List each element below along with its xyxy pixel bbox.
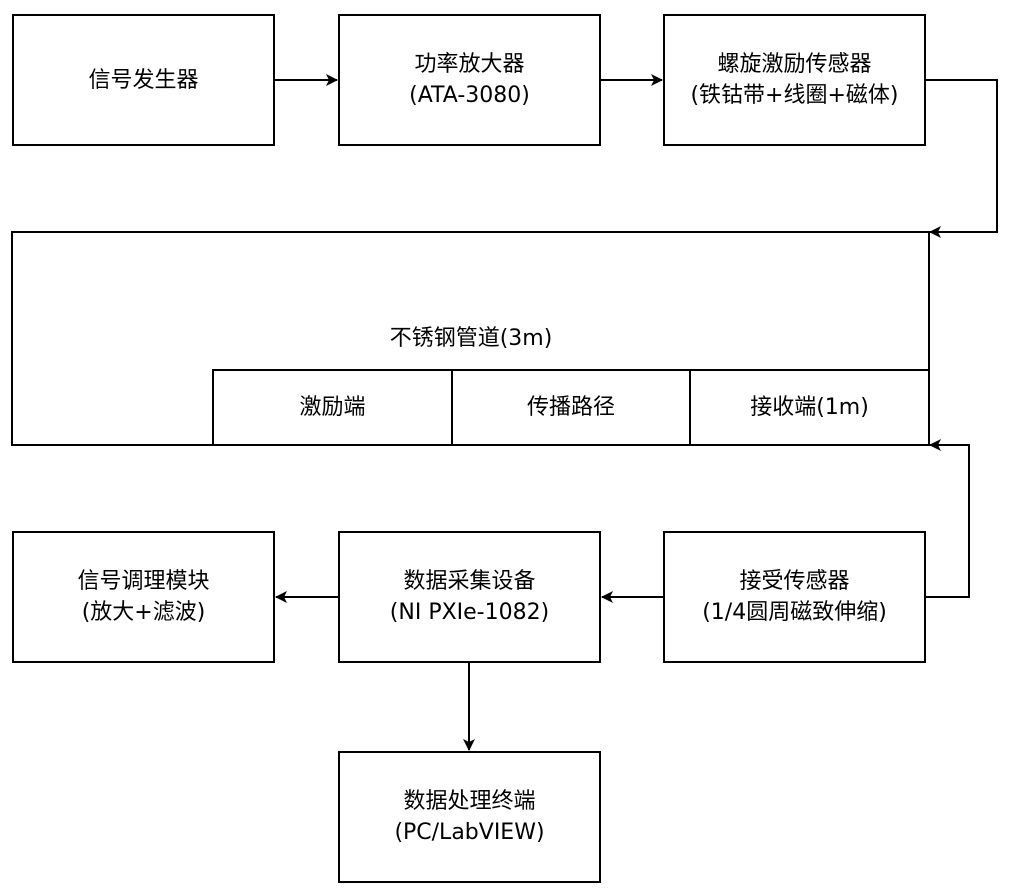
node-line: 螺旋激励传感器 bbox=[717, 52, 872, 77]
signal-generator-node: 信号发生器 bbox=[12, 14, 275, 146]
node-line: 功率放大器 bbox=[414, 52, 525, 77]
arrow-receiver-to-pipe bbox=[926, 439, 970, 598]
node-subline: (PC/LabVIEW) bbox=[394, 820, 545, 845]
pipe-section-receiving: 接收端(1m) bbox=[689, 369, 930, 446]
signal-conditioning-node: 信号调理模块 (放大+滤波) bbox=[12, 531, 275, 663]
pipe-section-excitation: 激励端 bbox=[212, 369, 453, 446]
node-line: 数据处理终端 bbox=[403, 789, 536, 814]
node-subline: (铁钴带+线圈+磁体) bbox=[690, 83, 899, 108]
pipe-section-propagation: 传播路径 bbox=[451, 369, 691, 446]
node-line: 接受传感器 bbox=[739, 569, 850, 594]
processing-terminal-node: 数据处理终端 (PC/LabVIEW) bbox=[338, 751, 601, 883]
arrow-sensor-to-pipe bbox=[926, 79, 998, 238]
section-label: 接收端(1m) bbox=[750, 395, 869, 420]
spiral-sensor-node: 螺旋激励传感器 (铁钴带+线圈+磁体) bbox=[663, 14, 926, 146]
pipe-label: 不锈钢管道(3m) bbox=[389, 326, 553, 351]
power-amplifier-node: 功率放大器 (ATA-3080) bbox=[338, 14, 601, 146]
node-subline: (放大+滤波) bbox=[81, 600, 206, 625]
section-label: 传播路径 bbox=[526, 395, 615, 420]
node-line: 数据采集设备 bbox=[403, 569, 536, 594]
section-label: 激励端 bbox=[299, 395, 366, 420]
node-subline: (1/4圆周磁致伸缩) bbox=[702, 600, 887, 625]
node-line: 信号发生器 bbox=[88, 67, 199, 93]
node-subline: (NI PXIe-1082) bbox=[389, 600, 550, 625]
pipe-right-edge bbox=[928, 231, 930, 371]
node-subline: (ATA-3080) bbox=[409, 83, 530, 108]
data-acquisition-node: 数据采集设备 (NI PXIe-1082) bbox=[338, 531, 601, 663]
receive-sensor-node: 接受传感器 (1/4圆周磁致伸缩) bbox=[663, 531, 926, 663]
node-line: 信号调理模块 bbox=[77, 569, 210, 594]
